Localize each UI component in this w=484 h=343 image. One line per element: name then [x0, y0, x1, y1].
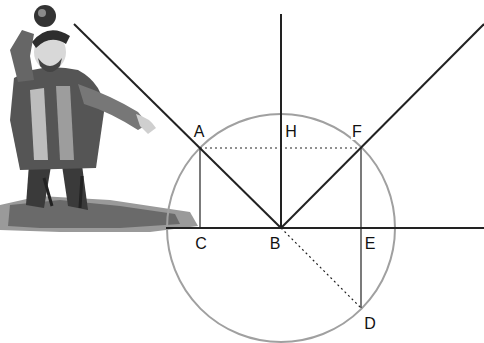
- point-label: C: [194, 236, 208, 252]
- incident-ray: [74, 24, 281, 228]
- point-label: F: [351, 124, 363, 140]
- pirate-illustration: [0, 5, 198, 232]
- horizontal-axis: [166, 227, 484, 229]
- point-label: B: [269, 236, 282, 252]
- dotted-bd: [281, 228, 361, 308]
- point-label: A: [193, 124, 206, 140]
- segment-fd: [360, 148, 361, 308]
- vertical-axis: [280, 14, 282, 228]
- point-label: D: [363, 316, 377, 332]
- reflected-ray: [281, 24, 484, 228]
- point-label: H: [284, 124, 298, 140]
- segment-ac: [199, 148, 200, 228]
- point-label: E: [364, 236, 377, 252]
- dotted-af: [200, 147, 361, 148]
